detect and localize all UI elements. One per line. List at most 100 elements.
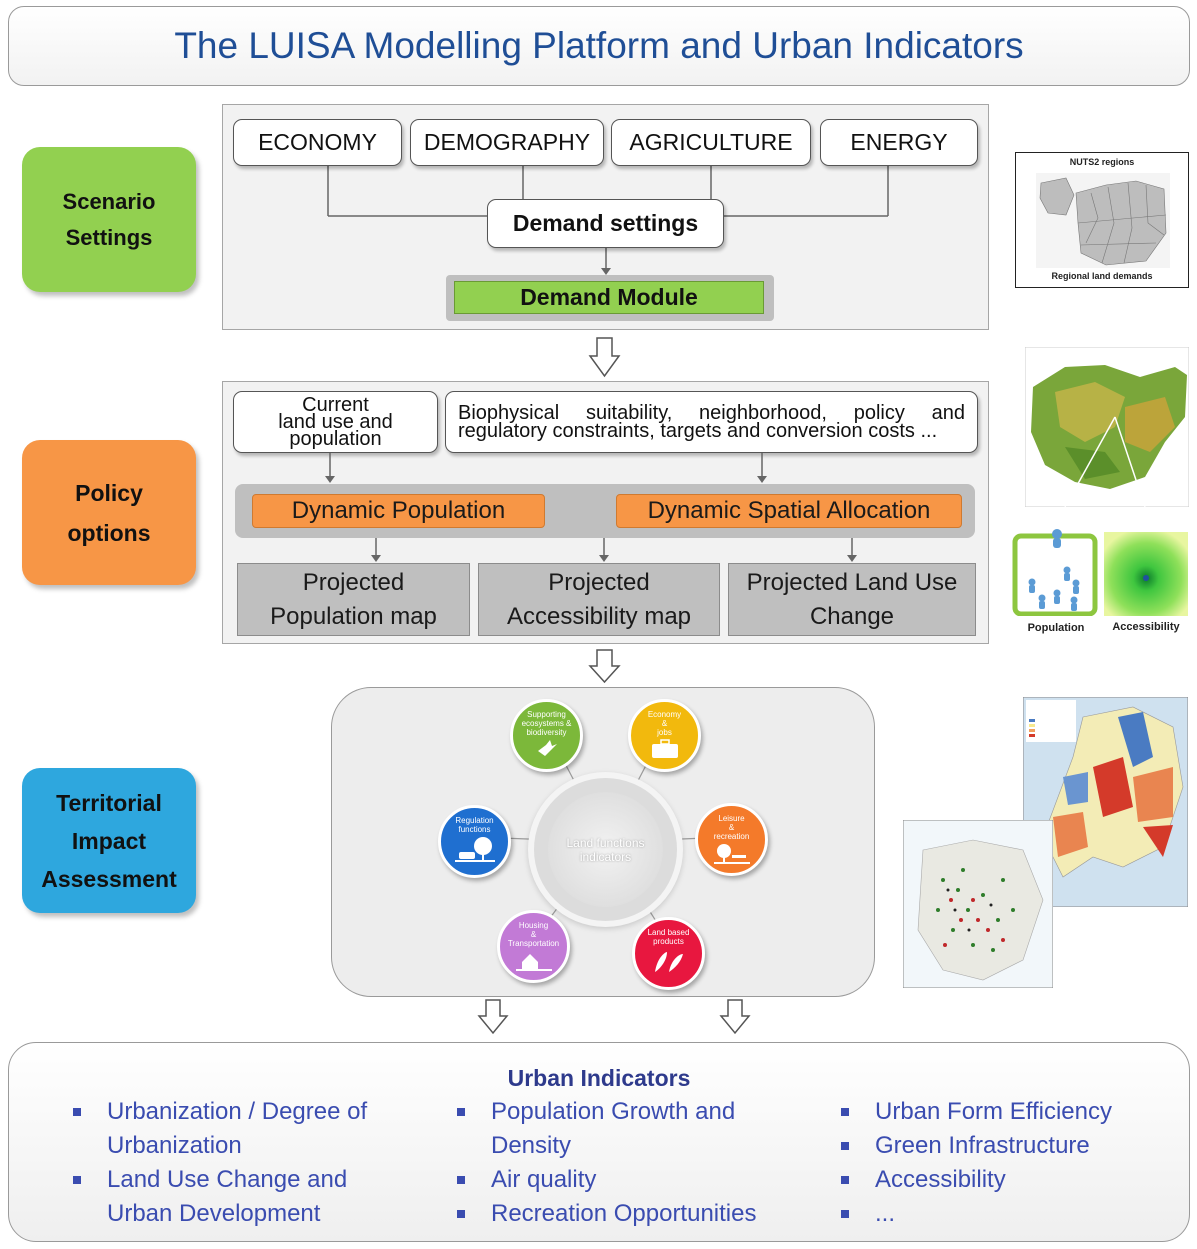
demand-settings-label: Demand settings <box>512 210 699 236</box>
center-inner: Land functions indicators <box>548 792 663 907</box>
indicator-item: Air quality <box>457 1163 756 1197</box>
current-line: land use and <box>278 410 393 433</box>
indicator-line: Urban Development <box>107 1200 321 1227</box>
output-line: Population map <box>270 602 437 630</box>
stage-territorial-impact: Territorial Impact Assessment <box>22 768 196 913</box>
europe-land-change-map <box>1023 697 1188 907</box>
accessibility-map <box>1104 532 1188 616</box>
bubble-line: ecosystems & <box>521 719 572 728</box>
center-label-line: Land functions <box>566 835 645 850</box>
input-economy: ECONOMY <box>233 119 402 166</box>
policy-connectors <box>325 453 857 562</box>
land-functions-center: Land functions indicators <box>534 778 677 921</box>
bubble-housing-transportation: Housing & Transportation <box>497 910 570 983</box>
demand-module-frame: Demand Module <box>446 275 774 321</box>
urban-indicators-title: Urban Indicators <box>507 1065 691 1091</box>
current-land-use-box: Current land use and population <box>233 391 438 453</box>
bubble-line: & <box>728 823 735 832</box>
bubble-line: Supporting <box>527 710 566 719</box>
dynamic-population-box: Dynamic Population <box>252 494 545 528</box>
indicator-line: Green Infrastructure <box>875 1132 1090 1159</box>
stage-policy-options: Policy options <box>22 440 196 585</box>
indicator-line: Land Use Change and <box>107 1166 348 1193</box>
bubble-line: Housing <box>518 921 549 930</box>
bubble-line: & <box>661 719 668 728</box>
flow-arrows <box>477 337 751 1035</box>
bubble-line: & <box>530 930 537 939</box>
indicator-item: Recreation Opportunities <box>457 1197 756 1231</box>
bubble-line: Regulation <box>455 816 494 825</box>
output-line: Projected Land Use <box>746 568 958 596</box>
indicator-item: Urbanization / Degree of Urbanization <box>73 1095 367 1163</box>
stage-label-line: Assessment <box>41 865 177 892</box>
indicator-line: Recreation Opportunities <box>491 1200 757 1227</box>
stage-label-line: Settings <box>65 224 153 250</box>
output-line: Change <box>809 602 895 630</box>
car-tree-icon <box>454 837 495 862</box>
output-line: Projected <box>548 568 650 596</box>
indicator-item: Land Use Change and Urban Development <box>73 1163 367 1231</box>
down-arrow-icon <box>588 337 621 378</box>
dynamic-spatial-allocation-box: Dynamic Spatial Allocation <box>616 494 962 528</box>
indicator-item: Accessibility <box>841 1163 1112 1197</box>
input-label: AGRICULTURE <box>629 129 793 155</box>
input-label: DEMOGRAPHY <box>423 129 591 155</box>
europe-urbanisation-map <box>903 820 1053 988</box>
population-map-label: Population <box>1027 622 1085 634</box>
indicator-line: Population Growth and <box>491 1098 736 1125</box>
input-label: ECONOMY <box>258 129 377 155</box>
bubble-line: functions <box>458 825 491 834</box>
stage-label-line: Policy <box>75 479 143 506</box>
indicator-item: Green Infrastructure <box>841 1129 1112 1163</box>
current-line: Current <box>302 393 369 416</box>
projected-land-use-box: Projected Land Use Change <box>728 563 976 636</box>
bubble-economy-jobs: Economy & jobs <box>628 699 701 772</box>
projected-accessibility-box: Projected Accessibility map <box>478 563 720 636</box>
bubble-line: Transportation <box>507 939 560 948</box>
down-arrow-icon <box>477 999 509 1035</box>
bubble-line: Land based <box>647 928 690 937</box>
demand-module-label: Demand Module <box>520 284 698 310</box>
output-line: Accessibility map <box>506 602 692 630</box>
biophysical-box: Biophysical suitability, neighborhood, p… <box>445 391 978 453</box>
indicator-line: Urbanization <box>107 1132 242 1159</box>
bubble-line: products <box>653 937 684 946</box>
bubble-line: jobs <box>657 728 672 737</box>
stage-label-line: options <box>67 519 151 546</box>
bubble-line: Economy <box>647 710 682 719</box>
leaves-icon <box>654 952 683 972</box>
bubble-line: recreation <box>713 832 750 841</box>
output-line: Projected <box>302 568 405 596</box>
stage-scenario-settings: Scenario Settings <box>22 147 196 292</box>
bubble-land-based-products: Land based products <box>632 917 705 990</box>
input-energy: ENERGY <box>820 119 978 166</box>
nuts2-caption: Regional land demands <box>1051 271 1153 281</box>
stage-label-line: Territorial <box>56 789 162 816</box>
demand-connectors <box>327 166 889 275</box>
accessibility-map-label: Accessibility <box>1112 621 1180 633</box>
indicator-line: Urbanization / Degree of <box>107 1098 368 1125</box>
bubble-supporting-ecosystems: Supporting ecosystems & biodiversity <box>510 699 583 772</box>
demand-settings-box: Demand settings <box>487 199 724 248</box>
indicator-line: Urban Form Efficiency <box>875 1098 1112 1125</box>
down-arrow-icon <box>588 649 621 684</box>
indicator-item: Urban Form Efficiency <box>841 1095 1112 1129</box>
land-use-map <box>1025 347 1189 507</box>
biophysical-line: Biophysical suitability, neighborhood, p… <box>458 402 965 424</box>
input-label: ENERGY <box>850 129 948 155</box>
title-box: The LUISA Modelling Platform and Urban I… <box>8 6 1190 86</box>
indicator-line: Density <box>491 1132 572 1159</box>
house-icon <box>515 954 552 971</box>
bird-icon <box>537 740 557 756</box>
stage-label-line: Impact <box>71 827 147 854</box>
population-map <box>1012 529 1098 616</box>
demand-module-box: Demand Module <box>454 281 764 314</box>
nuts2-map: NUTS2 regions Regional land demands <box>1015 152 1189 288</box>
indicator-item: Population Growth and Density <box>457 1095 756 1163</box>
bubble-regulation-functions: Regulation functions <box>438 805 511 878</box>
projected-population-box: Projected Population map <box>237 563 470 636</box>
center-label-line: indicators <box>579 849 632 864</box>
urban-indicators-box: Urban Indicators Urbanization / Degree o… <box>8 1042 1190 1242</box>
nuts2-regions-map <box>1036 173 1170 268</box>
dynamic-population-label: Dynamic Population <box>291 497 506 524</box>
